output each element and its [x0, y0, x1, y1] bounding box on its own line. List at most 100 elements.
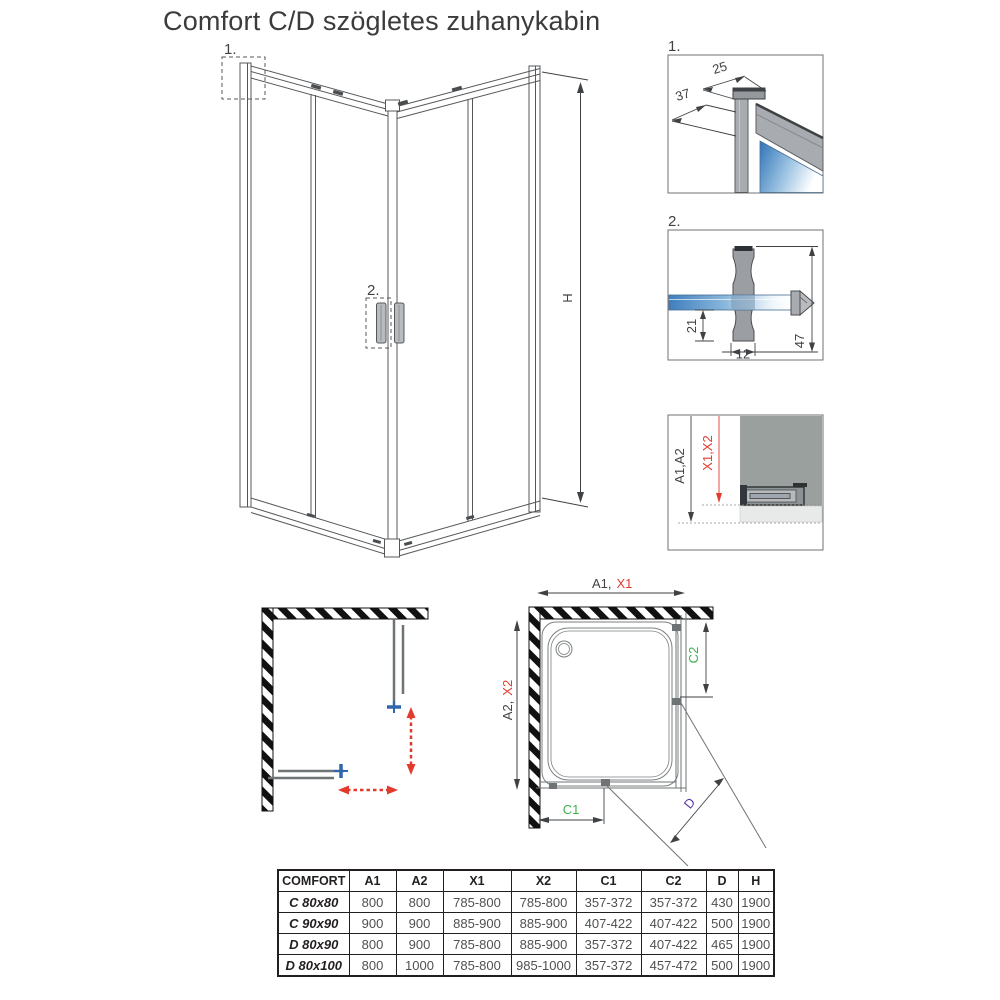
header-d: D	[705, 869, 739, 892]
header-h: H	[737, 869, 775, 892]
callout-1-label: 1.	[224, 41, 237, 58]
callout-2-label: 2.	[367, 282, 380, 299]
detail-2-dim-47: 47	[792, 334, 807, 348]
cell: 800	[348, 954, 397, 977]
plan-top-dim-label: A1,X1	[592, 576, 632, 591]
handle-profile	[732, 246, 755, 342]
plan-d-label: D	[681, 795, 699, 812]
page-title: Comfort C/D szögletes zuhanykabin	[163, 6, 601, 36]
main-cabin-drawing: 1. 2. H	[221, 41, 589, 558]
detail-2-dimensions	[695, 246, 818, 356]
plan-top-dimension	[537, 590, 685, 596]
size-table-wrap: COMFORT A1 A2 X1 X2 C1 C2 D H C 80x80 80…	[277, 869, 775, 977]
cell: 900	[395, 912, 444, 934]
frame-profiles	[536, 612, 687, 792]
height-dim-label: H	[560, 293, 575, 302]
cell: 885-900	[510, 912, 577, 934]
plan-sliding-sketch	[261, 607, 429, 812]
header-x1: X1	[442, 869, 512, 892]
cell: 800	[348, 891, 397, 913]
plan-dimensioned-view: A1,X1 A2,X2	[500, 576, 767, 867]
cell: 900	[395, 933, 444, 955]
cell-model: C 80x80	[277, 891, 350, 913]
cell: 430	[705, 891, 739, 913]
detail-2-dim-12: 12	[736, 347, 750, 362]
open-door-lines	[604, 702, 767, 867]
cell-model: C 90x90	[277, 912, 350, 934]
shower-tray	[541, 621, 679, 787]
hatched-walls	[261, 607, 429, 812]
detail-3-dim-a: A1,A2	[672, 448, 687, 483]
cell: 500	[705, 954, 739, 977]
cell: 885-900	[510, 933, 577, 955]
plan-c2-label: C2	[686, 647, 701, 664]
door-rollers	[306, 83, 475, 547]
cell: 407-422	[640, 912, 707, 934]
detail-2-label: 2.	[668, 213, 681, 230]
cell: 1900	[737, 933, 775, 955]
table-header-row: COMFORT A1 A2 X1 X2 C1 C2 D H	[277, 869, 775, 892]
c2-dimension	[680, 622, 713, 698]
cell: 1900	[737, 954, 775, 977]
header-a1: A1	[348, 869, 397, 892]
detail-3-floor-section: A1,A2 X1,X2	[667, 414, 824, 551]
cell: 357-372	[575, 933, 642, 955]
profile-3d	[732, 87, 824, 193]
cell: 800	[395, 891, 444, 913]
detail-1-dim-25: 25	[711, 58, 729, 77]
detail-1-dim-37: 37	[674, 85, 692, 104]
table-row: C 90x90 900 900 885-900 885-900 407-422 …	[277, 912, 775, 934]
wall-section	[739, 416, 823, 523]
cell-model: D 80x100	[277, 954, 350, 977]
glass-panel	[668, 294, 792, 311]
glass-panel	[759, 140, 824, 193]
c1-dimension	[538, 788, 605, 824]
cell: 785-800	[442, 933, 512, 955]
detail-1-dimensions	[671, 75, 767, 137]
hardware-marks	[549, 624, 681, 789]
cell: 985-1000	[510, 954, 577, 977]
detail-2-handle-section: 2.	[667, 213, 824, 362]
cell-model: D 80x90	[277, 933, 350, 955]
cell: 900	[348, 912, 397, 934]
cell: 500	[705, 912, 739, 934]
bottom-profile-section	[740, 483, 807, 506]
cell: 465	[705, 933, 739, 955]
cell: 357-372	[640, 891, 707, 913]
cell: 357-372	[575, 954, 642, 977]
cabin-frame	[239, 62, 541, 558]
cell: 1900	[737, 891, 775, 913]
cell: 785-800	[510, 891, 577, 913]
plan-side-dim-label: A2,X2	[500, 680, 515, 720]
header-comfort: COMFORT	[277, 869, 350, 892]
d-dimension	[670, 778, 724, 843]
detail-3-dimensions	[678, 416, 822, 524]
table-row: D 80x100 800 1000 785-800 985-1000 357-3…	[277, 954, 775, 977]
drain	[555, 640, 573, 658]
cell: 785-800	[442, 954, 512, 977]
cell: 357-372	[575, 891, 642, 913]
cell: 1900	[737, 912, 775, 934]
size-table: COMFORT A1 A2 X1 X2 C1 C2 D H C 80x80 80…	[277, 869, 775, 977]
slide-direction-arrows	[338, 707, 416, 795]
detail-3-dim-x: X1,X2	[700, 435, 715, 470]
header-a2: A2	[395, 869, 444, 892]
cell: 457-472	[640, 954, 707, 977]
detail-2-dim-21: 21	[684, 319, 699, 333]
door-panels	[268, 619, 405, 780]
detail-1-label: 1.	[668, 38, 681, 55]
corner-handles	[376, 302, 405, 344]
detail-1-wall-profile: 1. 25 37	[667, 38, 824, 194]
handle-marks	[334, 701, 401, 778]
cell: 1000	[395, 954, 444, 977]
callout-2: 2.	[365, 282, 392, 349]
table-row: C 80x80 800 800 785-800 785-800 357-372 …	[277, 891, 775, 913]
header-c1: C1	[575, 869, 642, 892]
plan-c1-label: C1	[563, 802, 580, 817]
table-row: D 80x90 800 900 785-800 885-900 357-372 …	[277, 933, 775, 955]
header-c2: C2	[640, 869, 707, 892]
glass-end-profile	[790, 289, 815, 317]
height-dimension	[541, 71, 589, 508]
hatched-walls	[528, 606, 714, 829]
